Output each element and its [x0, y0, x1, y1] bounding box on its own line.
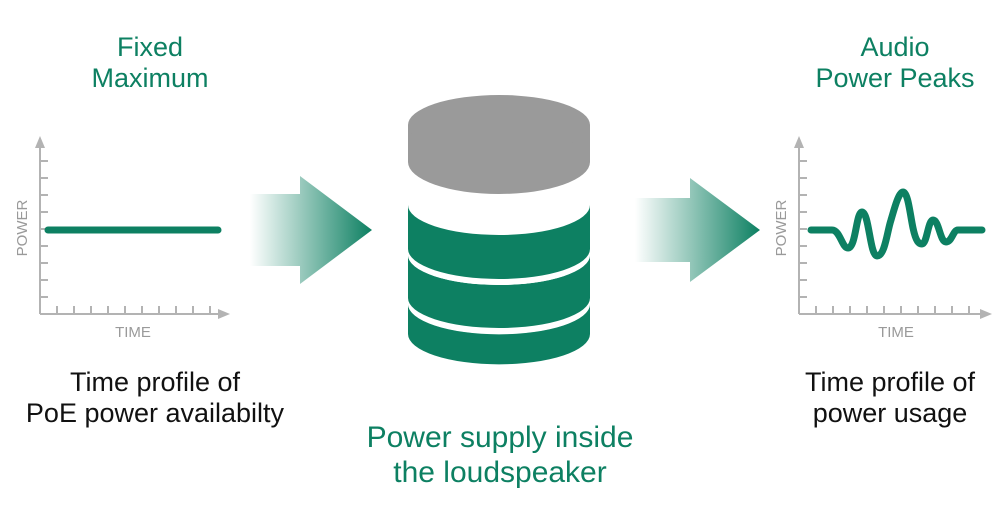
left-flow-arrow — [250, 176, 372, 284]
right-flow-arrow — [635, 178, 760, 282]
right-caption-line2: power usage — [812, 398, 968, 428]
right-caption: Time profile of power usage — [780, 367, 1000, 429]
left-y-arrowhead — [35, 136, 45, 148]
left-x-axis-label: TIME — [115, 324, 151, 341]
left-caption-line1: Time profile of — [69, 367, 241, 397]
right-y-axis-label: POWER — [773, 200, 790, 257]
right-heading-line2: Power Peaks — [815, 63, 975, 93]
right-heading-line1: Audio — [860, 32, 930, 62]
right-caption-line1: Time profile of — [804, 367, 976, 397]
cylinder-segment-2 — [408, 205, 590, 279]
left-x-ticks — [56, 306, 211, 314]
center-caption: Power supply inside the loudspeaker — [330, 420, 670, 490]
left-power-graph: POWER TIME — [14, 136, 230, 341]
center-caption-line1: Power supply inside — [366, 421, 634, 454]
right-x-ticks — [815, 306, 970, 314]
audio-power-peaks-heading: Audio Power Peaks — [790, 32, 1000, 94]
cylinder-segment-4 — [408, 304, 590, 365]
fixed-maximum-heading: Fixed Maximum — [40, 32, 260, 94]
left-heading-line2: Maximum — [91, 63, 209, 93]
right-power-graph: POWER TIME — [773, 136, 992, 341]
right-x-axis-label: TIME — [878, 324, 914, 341]
left-y-ticks — [40, 160, 48, 298]
right-y-arrowhead — [794, 136, 804, 148]
left-y-axis-label: POWER — [14, 200, 31, 257]
cylinder-segment-3 — [408, 255, 590, 328]
left-caption-line2: PoE power availabilty — [25, 398, 285, 428]
right-y-ticks — [799, 160, 807, 298]
left-x-arrowhead — [218, 309, 230, 319]
center-caption-line2: the loudspeaker — [393, 456, 607, 489]
cylinder-top — [408, 95, 590, 155]
right-x-arrowhead — [980, 309, 992, 319]
left-heading-line1: Fixed — [116, 32, 184, 62]
audio-power-waveform — [807, 188, 986, 260]
power-supply-cylinder-icon — [408, 95, 590, 365]
left-caption: Time profile of PoE power availabilty — [0, 367, 310, 429]
